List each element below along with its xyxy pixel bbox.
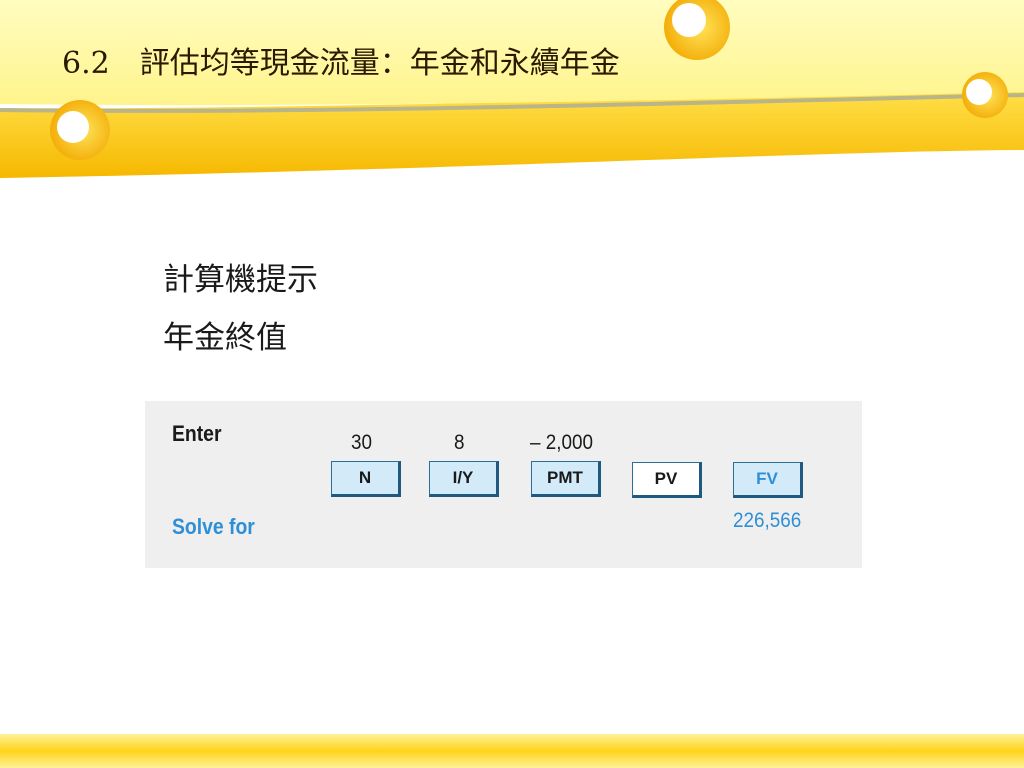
pmt-input-value: – 2,000 xyxy=(530,431,594,454)
solve-for-label: Solve for xyxy=(172,514,255,539)
fv-key[interactable]: FV xyxy=(733,462,803,498)
header-decoration xyxy=(0,0,1024,178)
annuity-future-value-heading: 年金終值 xyxy=(163,320,287,356)
fv-result-value: 226,566 xyxy=(733,509,802,532)
calculator-panel: Enter Solve for 30 8 – 2,000 N I/Y PMT P… xyxy=(145,401,862,568)
enter-label: Enter xyxy=(172,421,222,446)
n-input-value: 30 xyxy=(351,431,373,454)
n-key[interactable]: N xyxy=(331,461,401,497)
calculator-hint-heading: 計算機提示 xyxy=(163,262,318,298)
footer-decoration xyxy=(0,734,1024,768)
pmt-key[interactable]: PMT xyxy=(531,461,601,497)
ball-decoration xyxy=(50,0,1008,160)
iy-key[interactable]: I/Y xyxy=(429,461,499,497)
page-title: 6.2 評估均等現金流量：年金和永續年金 xyxy=(62,46,620,81)
iy-input-value: 8 xyxy=(454,431,465,454)
pv-key[interactable]: PV xyxy=(632,462,702,498)
